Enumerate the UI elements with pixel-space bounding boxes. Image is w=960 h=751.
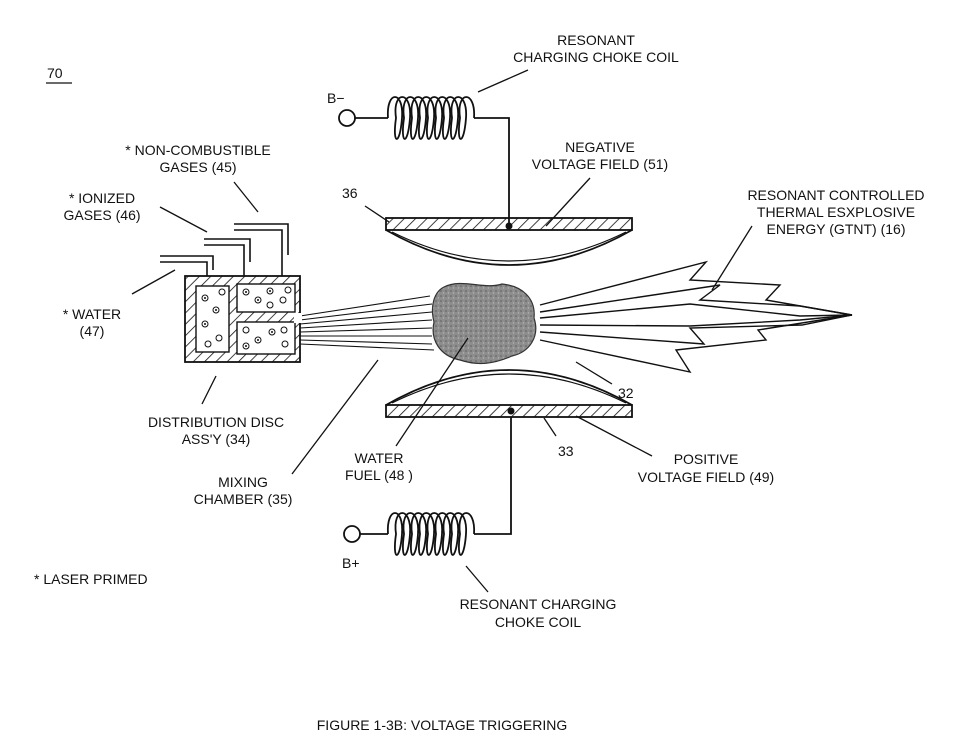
thermal-energy-label-line3: ENERGY (GTNT) (16): [767, 221, 906, 237]
distribution-disc-assembly: [160, 223, 302, 363]
b-minus-terminal: [338, 109, 356, 127]
ionized-leader: [159, 206, 208, 233]
inlet-tubes: [160, 223, 289, 276]
positive-plate-dome: [385, 369, 633, 406]
distribution-leader: [201, 375, 217, 405]
spray-lines: [299, 295, 435, 351]
water-fuel-label-line2: FUEL (48 ): [345, 467, 413, 483]
mixing-label-line2: CHAMBER (35): [194, 491, 293, 507]
bottom-coil-leader: [465, 565, 489, 593]
ionized-label-line1: * IONIZED: [69, 190, 135, 206]
bottom-choke-coil: [343, 417, 512, 556]
mixing-leader: [291, 359, 379, 475]
ref-36: 36: [342, 185, 358, 201]
non-combustible-leader: [233, 181, 259, 213]
water-fuel-leader: [395, 337, 469, 447]
mixing-label-line1: MIXING: [218, 474, 268, 490]
ref-33: 33: [558, 443, 574, 459]
b-minus-label: B−: [327, 90, 345, 106]
water-label-line2: (47): [80, 323, 105, 339]
negative-plate: [385, 217, 633, 266]
positive-field-label-line1: POSITIVE: [674, 451, 739, 467]
non-combustible-label-line1: * NON-COMBUSTIBLE: [125, 142, 270, 158]
positive-field-label-line2: VOLTAGE FIELD (49): [638, 469, 774, 485]
negative-field-label-line1: NEGATIVE: [565, 139, 635, 155]
bottom-coil-label-line2: CHOKE COIL: [495, 614, 582, 630]
negative-plate-dome: [385, 229, 633, 266]
negative-plate-body: [385, 217, 633, 231]
thermal-energy-label-line1: RESONANT CONTROLLED: [747, 187, 924, 203]
water-leader: [131, 269, 176, 295]
non-combustible-label-line2: GASES (45): [159, 159, 236, 175]
positive-plate: [385, 369, 633, 418]
top-coil-windings: [387, 96, 475, 140]
positive-field-leader: [575, 415, 653, 457]
footnote: * LASER PRIMED: [34, 571, 148, 587]
top-coil-label-line2: CHARGING CHOKE COIL: [513, 49, 679, 65]
b-plus-terminal: [343, 525, 361, 543]
bottom-coil-label-line1: RESONANT CHARGING: [460, 596, 617, 612]
thermal-energy-leader: [711, 225, 753, 291]
ref-33-leader: [543, 417, 557, 437]
negative-field-leader: [545, 177, 591, 227]
b-plus-label: B+: [342, 555, 360, 571]
top-choke-coil: [338, 96, 513, 230]
ref-32-leader: [575, 361, 613, 385]
water-fuel-label-line1: WATER: [355, 450, 404, 466]
ref-36-leader: [364, 205, 390, 223]
top-coil-leader: [477, 69, 529, 93]
figure-number: 70: [47, 65, 63, 81]
figure-caption: FIGURE 1-3B: VOLTAGE TRIGGERING: [317, 717, 568, 733]
water-label-line1: * WATER: [63, 306, 121, 322]
distribution-label-line2: ASS'Y (34): [182, 431, 251, 447]
thermal-energy-bolts: [539, 260, 853, 374]
ionized-label-line2: GASES (46): [63, 207, 140, 223]
water-fuel-droplet: [431, 282, 537, 365]
ref-32: 32: [618, 385, 634, 401]
bottom-coil-windings: [387, 512, 475, 556]
distribution-label-line1: DISTRIBUTION DISC: [148, 414, 284, 430]
top-coil-label-line1: RESONANT: [557, 32, 635, 48]
negative-field-label-line2: VOLTAGE FIELD (51): [532, 156, 668, 172]
thermal-energy-label-line2: THERMAL ESXPLOSIVE: [757, 204, 915, 220]
